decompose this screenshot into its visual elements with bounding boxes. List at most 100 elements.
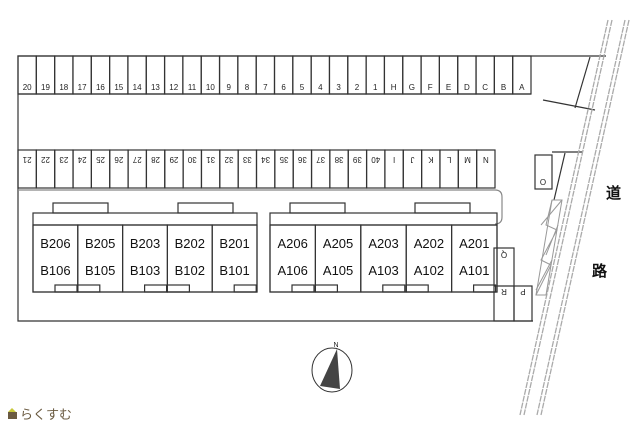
parking-space-label: F bbox=[428, 83, 433, 92]
parking-space-label: 37 bbox=[316, 155, 325, 164]
road-label-1: 道 bbox=[606, 184, 621, 202]
unit-label-lower: B106 bbox=[40, 263, 70, 278]
parking-space-label: 12 bbox=[169, 83, 178, 92]
parking-space-label: 9 bbox=[226, 83, 231, 92]
entrance-line bbox=[542, 99, 596, 111]
parking-space-label: 20 bbox=[23, 83, 32, 92]
parking-space-label: 21 bbox=[22, 155, 31, 164]
parking-space-label: 27 bbox=[132, 155, 141, 164]
entrance-line bbox=[553, 152, 566, 201]
parking-space-label: 15 bbox=[114, 83, 123, 92]
parking-space-label: A bbox=[519, 83, 525, 92]
parking-space-label: E bbox=[446, 83, 451, 92]
road bbox=[519, 19, 630, 416]
parking-space-q bbox=[493, 247, 515, 322]
parking-space-label: 14 bbox=[133, 83, 142, 92]
logo-text: らくすむ bbox=[20, 408, 73, 423]
parking-label-p: P bbox=[520, 287, 525, 296]
parking-space-label: 16 bbox=[96, 83, 105, 92]
parking-space-label: 5 bbox=[300, 83, 305, 92]
parking-space-label: B bbox=[501, 83, 506, 92]
unit-label-lower: B102 bbox=[175, 263, 205, 278]
unit-label-lower: A106 bbox=[278, 263, 308, 278]
parking-space-label: 38 bbox=[334, 155, 343, 164]
parking-space-label: J bbox=[410, 155, 414, 164]
parking-space-label: 6 bbox=[281, 83, 286, 92]
parking-label-q: Q bbox=[501, 250, 507, 259]
parking-space-label: 1 bbox=[373, 83, 378, 92]
unit-label-upper: B205 bbox=[85, 236, 115, 251]
parking-space-label: 22 bbox=[41, 155, 50, 164]
parking-space-label: H bbox=[391, 83, 397, 92]
parking-space-label: 18 bbox=[59, 83, 68, 92]
parking-space-label: C bbox=[482, 83, 488, 92]
parking-space-label: 30 bbox=[187, 155, 196, 164]
parking-space-label: L bbox=[446, 155, 451, 164]
parking-space-label: K bbox=[427, 155, 433, 164]
parking-space-label: 34 bbox=[261, 155, 270, 164]
parking-space-label: 7 bbox=[263, 83, 268, 92]
parking-space-label: 3 bbox=[336, 83, 341, 92]
parking-space-label: 10 bbox=[206, 83, 215, 92]
parking-space-label: 24 bbox=[77, 155, 86, 164]
parking-space-label: 2 bbox=[355, 83, 360, 92]
unit-label-upper: A201 bbox=[459, 236, 489, 251]
unit-label-upper: A202 bbox=[414, 236, 444, 251]
parking-space-label: 26 bbox=[114, 155, 123, 164]
unit-label-lower: A103 bbox=[368, 263, 398, 278]
unit-label-upper: B206 bbox=[40, 236, 70, 251]
parking-space-label: 28 bbox=[151, 155, 160, 164]
parking-space-label: 23 bbox=[59, 155, 68, 164]
unit-label-upper: B202 bbox=[175, 236, 205, 251]
parking-space-label: M bbox=[464, 155, 471, 164]
unit-label-lower: B103 bbox=[130, 263, 160, 278]
parking-space-label: I bbox=[393, 155, 395, 164]
parking-space-p bbox=[513, 285, 533, 322]
parking-space-label: D bbox=[464, 83, 470, 92]
unit-label-lower: A102 bbox=[414, 263, 444, 278]
road-label-2: 路 bbox=[592, 262, 608, 280]
parking-label-r: R bbox=[501, 287, 507, 296]
driveway bbox=[18, 189, 503, 225]
unit-label-lower: A105 bbox=[323, 263, 353, 278]
compass: N bbox=[311, 342, 353, 393]
unit-label-upper: A203 bbox=[368, 236, 398, 251]
unit-label-upper: B201 bbox=[219, 236, 249, 251]
parking-space-label: 8 bbox=[245, 83, 250, 92]
unit-label-lower: B101 bbox=[219, 263, 249, 278]
parking-label-o: O bbox=[540, 178, 546, 187]
parking-space-label: 31 bbox=[206, 155, 215, 164]
parking-space bbox=[512, 55, 532, 95]
house-icon bbox=[8, 408, 17, 419]
parking-space-label: 40 bbox=[371, 155, 380, 164]
parking-space-label: 17 bbox=[78, 83, 87, 92]
parking-space-label: 19 bbox=[41, 83, 50, 92]
unit-label-upper: B203 bbox=[130, 236, 160, 251]
unit-label-upper: A206 bbox=[278, 236, 308, 251]
compass-north-label: N bbox=[333, 342, 338, 349]
parking-space-label: 11 bbox=[188, 83, 197, 92]
fence bbox=[535, 199, 563, 296]
parking-space-label: 29 bbox=[169, 155, 178, 164]
unit-label-lower: A101 bbox=[459, 263, 489, 278]
parking-space-o bbox=[534, 154, 553, 190]
parking-space-label: 33 bbox=[242, 155, 251, 164]
unit-label-lower: B105 bbox=[85, 263, 115, 278]
unit-label-upper: A205 bbox=[323, 236, 353, 251]
parking-space bbox=[476, 149, 496, 189]
entrance-line bbox=[574, 56, 591, 109]
parking-space-label: 25 bbox=[96, 155, 105, 164]
parking-space-label: 32 bbox=[224, 155, 233, 164]
parking-space-label: 36 bbox=[297, 155, 306, 164]
parking-space-label: 13 bbox=[151, 83, 160, 92]
parking-space-label: 35 bbox=[279, 155, 288, 164]
parking-space-label: 4 bbox=[318, 83, 323, 92]
parking-space-label: N bbox=[483, 155, 489, 164]
parking-space-label: G bbox=[409, 83, 415, 92]
parking-top-row: 20 19 18 17 16 15 14 13 12 11 10 9 8 7 6 5 4 3 2 1 H G F E D C B A bbox=[17, 55, 532, 95]
logo: らくすむ bbox=[8, 404, 72, 423]
